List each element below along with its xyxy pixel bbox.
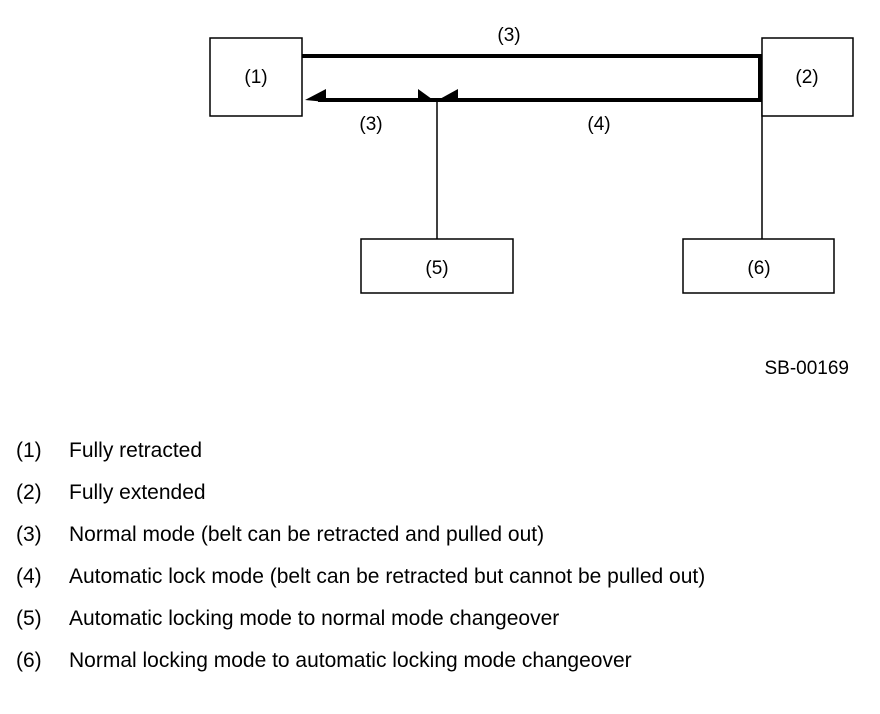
state-diagram: (1) (2) (5) (6) (3) (3) (4) SB-00169 (209, 25, 854, 379)
box-5-label: (5) (425, 258, 448, 279)
legend-item: (2) Fully extended (16, 480, 705, 522)
box-2-label: (2) (795, 67, 818, 88)
legend-text: Fully extended (69, 481, 206, 504)
path-label-bottom-left: (3) (359, 114, 382, 135)
legend-number: (5) (16, 607, 42, 630)
box-normal-to-auto (682, 238, 835, 294)
figure-code: SB-00169 (764, 358, 849, 379)
path-label-top: (3) (497, 25, 520, 46)
arrowhead-to-box-1 (305, 89, 326, 102)
legend-item: (6) Normal locking mode to automatic loc… (16, 648, 705, 690)
box-6-label: (6) (747, 258, 770, 279)
box-1-label: (1) (244, 67, 267, 88)
legend-number: (6) (16, 649, 42, 672)
legend-number: (1) (16, 439, 42, 462)
box-auto-to-normal (360, 238, 514, 294)
legend-number: (4) (16, 565, 42, 588)
legend-item: (3) Normal mode (belt can be retracted a… (16, 522, 705, 564)
arrowhead-at-junction-left (418, 89, 436, 102)
path-label-bottom-right: (4) (587, 114, 610, 135)
box-fully-extended (761, 37, 854, 117)
legend-item: (1) Fully retracted (16, 438, 705, 480)
arrowhead-at-junction-right (438, 89, 458, 102)
legend-number: (3) (16, 523, 42, 546)
legend-text: Automatic lock mode (belt can be retract… (69, 565, 706, 588)
legend: (1) Fully retracted (2) Fully extended (… (16, 438, 705, 690)
legend-text: Normal locking mode to automatic locking… (69, 649, 632, 672)
legend-text: Automatic locking mode to normal mode ch… (69, 607, 560, 630)
legend-number: (2) (16, 481, 42, 504)
legend-text: Fully retracted (69, 439, 203, 462)
legend-text: Normal mode (belt can be retracted and p… (69, 523, 545, 546)
legend-item: (5) Automatic locking mode to normal mod… (16, 606, 705, 648)
legend-item: (4) Automatic lock mode (belt can be ret… (16, 564, 705, 606)
box-fully-retracted (209, 37, 303, 117)
